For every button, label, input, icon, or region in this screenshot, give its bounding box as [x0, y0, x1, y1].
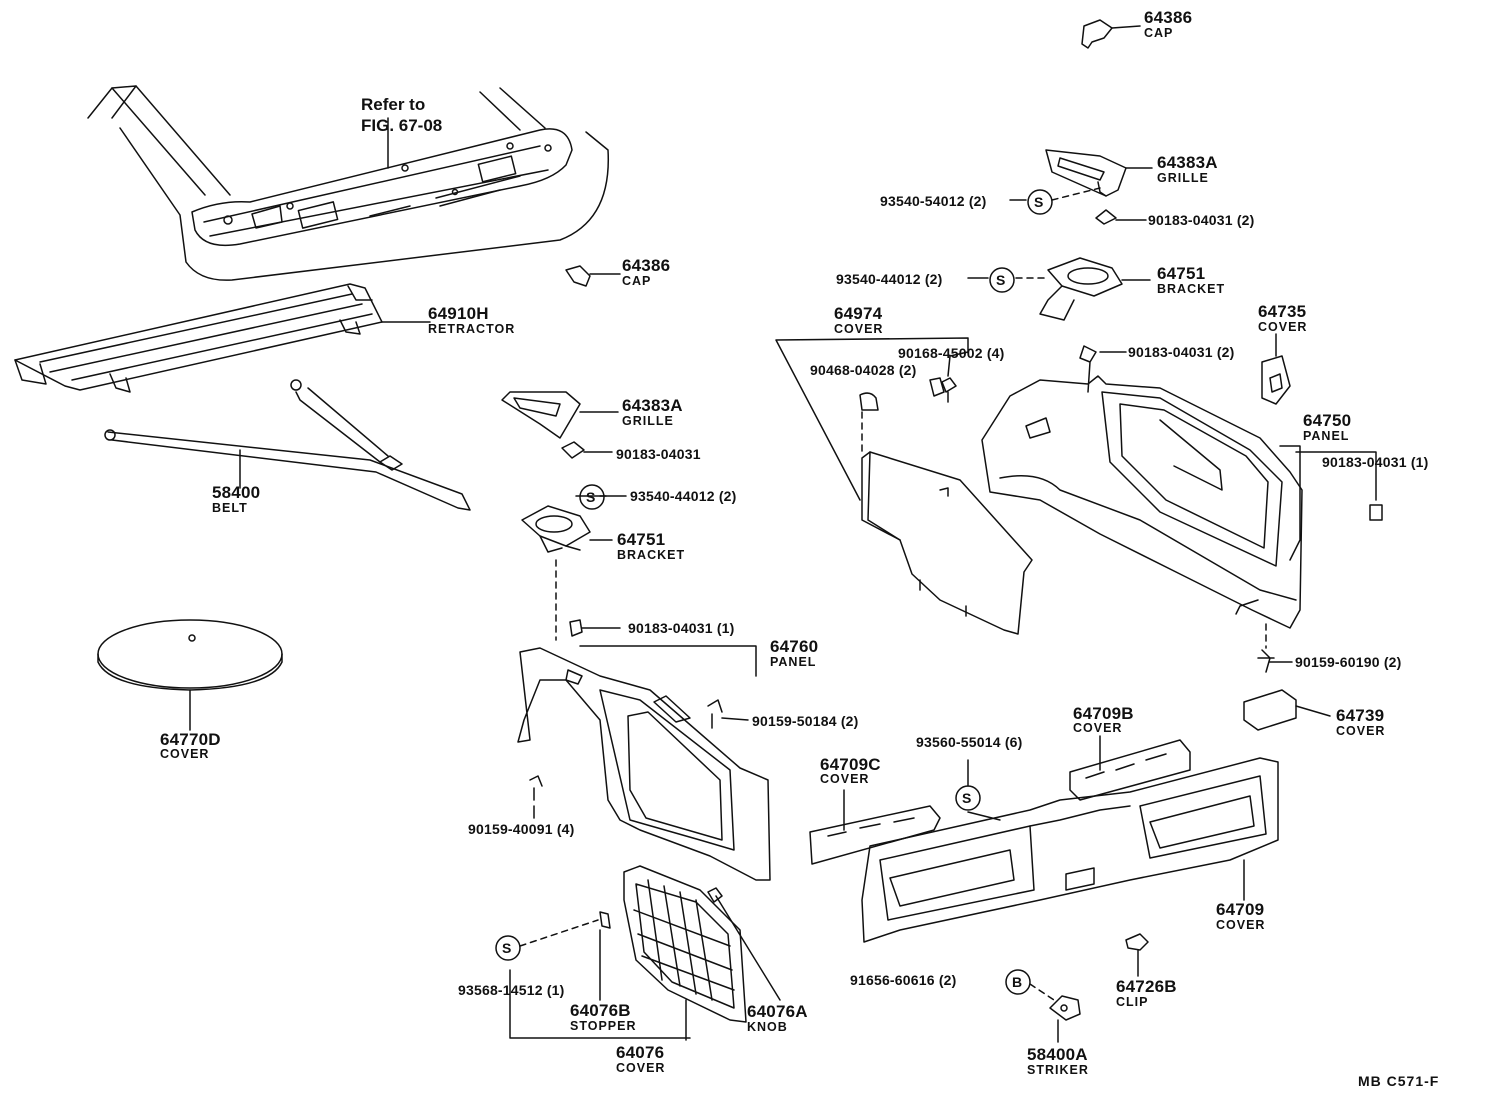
part-name-p21: COVER [616, 1061, 666, 1075]
back-door-illustration [87, 85, 610, 281]
panel-64750-illustration [981, 345, 1383, 629]
fastener-f12: 90159-50184 (2) [752, 713, 859, 729]
part-number-p1: 64386 [1144, 8, 1193, 27]
panel-64760-illustration [517, 619, 771, 881]
fastener-f16: 93568-14512 (1) [458, 982, 565, 998]
part-number-p3: 64751 [1157, 264, 1206, 283]
screw-symbol-3: S [586, 489, 596, 505]
cap-middle-illustration [565, 265, 621, 287]
fastener-f5: 90468-04028 (2) [810, 362, 917, 378]
part-name-p22: STRIKER [1027, 1063, 1089, 1077]
cover-64709b-illustration [1069, 735, 1191, 801]
part-name-p7: GRILLE [622, 414, 674, 428]
leader-lines [575, 187, 1293, 663]
cap-top-illustration [1081, 19, 1141, 49]
part-name-p14: COVER [1073, 721, 1123, 735]
part-number-p11: 64750 [1303, 411, 1352, 430]
grille-middle-illustration [501, 391, 619, 459]
diagram-code: MB C571-F [1358, 1073, 1440, 1089]
screw-symbol-4: S [962, 790, 972, 806]
part-name-p19: STOPPER [570, 1019, 637, 1033]
part-number-p10: 64735 [1258, 302, 1307, 321]
part-number-p16: 64739 [1336, 706, 1385, 725]
part-name-p16: COVER [1336, 724, 1386, 738]
fastener-f14: 90159-40091 (4) [468, 821, 575, 837]
part-number-p21: 64076 [616, 1043, 665, 1062]
part-number-p6: 58400 [212, 483, 261, 502]
bracket-middle-illustration [521, 495, 627, 641]
part-name-p6: BELT [212, 501, 248, 515]
screw-symbol-2: S [996, 272, 1006, 288]
cover-64076-illustration [509, 865, 781, 1041]
part-name-p13: PANEL [770, 655, 817, 669]
striker-58400a-illustration [1029, 983, 1081, 1043]
part-name-p12: COVER [160, 747, 210, 761]
clip-64726b-illustration [1125, 933, 1149, 977]
round-cover-illustration [97, 619, 283, 731]
screw-symbol-5: S [502, 940, 512, 956]
fastener-f4: 90168-45002 (4) [898, 345, 1005, 361]
bracket-right-illustration [1039, 257, 1151, 321]
fastener-f2: 90183-04031 (2) [1148, 212, 1255, 228]
fastener-f3: 93540-44012 (2) [836, 271, 943, 287]
part-name-p4: CAP [622, 274, 652, 288]
fastener-f7: 90183-04031 (1) [1322, 454, 1429, 470]
cover-64739-illustration [1243, 623, 1331, 731]
part-number-p13: 64760 [770, 637, 819, 656]
part-number-p7: 64383A [622, 396, 683, 415]
part-number-p12: 64770D [160, 730, 221, 749]
fastener-f8: 90183-04031 [616, 446, 701, 462]
part-name-p3: BRACKET [1157, 282, 1226, 296]
part-name-p9: COVER [834, 322, 884, 336]
fastener-f10: 90183-04031 (1) [628, 620, 735, 636]
part-name-p10: COVER [1258, 320, 1308, 334]
fastener-f13: 93560-55014 (6) [916, 734, 1023, 750]
part-name-p2: GRILLE [1157, 171, 1209, 185]
part-name-p18: CLIP [1116, 995, 1149, 1009]
cover-64709c-illustration [809, 789, 941, 865]
part-number-p2: 64383A [1157, 153, 1218, 172]
part-name-p11: PANEL [1303, 429, 1350, 443]
reference-text-line1: Refer to [361, 95, 426, 114]
part-name-p20: KNOB [747, 1020, 788, 1034]
part-number-p20: 64076A [747, 1002, 808, 1021]
part-number-p5: 64910H [428, 304, 489, 323]
retractor-illustration [14, 283, 431, 393]
fastener-f1: 93540-54012 (2) [880, 193, 987, 209]
cover-64974-illustration [775, 337, 1033, 635]
cover-64709-illustration [861, 757, 1279, 943]
part-number-p9: 64974 [834, 304, 883, 323]
part-name-p8: BRACKET [617, 548, 686, 562]
fastener-f9: 93540-44012 (2) [630, 488, 737, 504]
cover-64735-illustration [1261, 333, 1291, 405]
part-number-p14: 64709B [1073, 704, 1134, 723]
bolt-symbol: B [1012, 974, 1023, 990]
grille-right-illustration [1045, 149, 1153, 225]
fastener-f15: 91656-60616 (2) [850, 972, 957, 988]
part-number-p19: 64076B [570, 1001, 631, 1020]
part-name-p1: CAP [1144, 26, 1174, 40]
fastener-f11: 90159-60190 (2) [1295, 654, 1402, 670]
screw-symbol-1: S [1034, 194, 1044, 210]
fastener-f6: 90183-04031 (2) [1128, 344, 1235, 360]
part-name-p5: RETRACTOR [428, 322, 516, 336]
part-number-p22: 58400A [1027, 1045, 1088, 1064]
part-number-p4: 64386 [622, 256, 671, 275]
belt-illustration [104, 379, 471, 511]
symbol-circles [495, 189, 1053, 995]
part-number-p8: 64751 [617, 530, 666, 549]
part-number-p17: 64709 [1216, 900, 1265, 919]
part-number-p18: 64726B [1116, 977, 1177, 996]
part-name-p17: COVER [1216, 918, 1266, 932]
part-name-p15: COVER [820, 772, 870, 786]
part-number-p15: 64709C [820, 755, 881, 774]
reference-text-line2: FIG. 67-08 [361, 116, 443, 135]
